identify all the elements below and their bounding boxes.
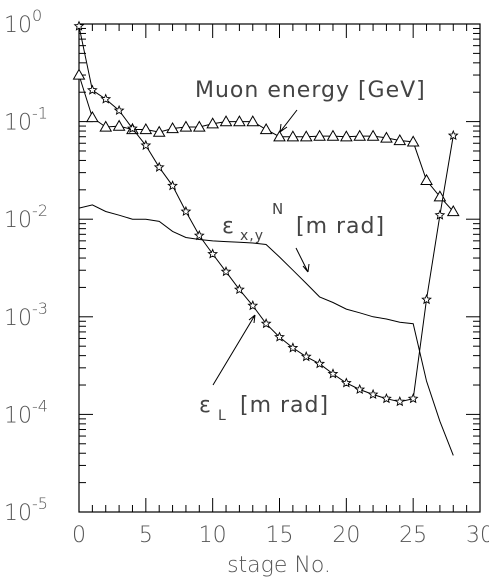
star-marker <box>260 317 272 329</box>
star-marker <box>407 393 419 404</box>
triangle-marker <box>353 129 367 141</box>
triangle-marker <box>112 119 126 131</box>
triangle-marker <box>206 117 220 129</box>
x-tick-label: 15 <box>266 523 294 548</box>
series-line-2 <box>78 204 454 456</box>
y-tick-label: 10-2 <box>4 201 48 233</box>
annotation-muon-energy: Muon energy [GeV] <box>195 78 426 103</box>
star-marker <box>354 383 366 395</box>
axis-ticks <box>78 23 481 513</box>
triangle-marker <box>72 68 86 80</box>
star-marker <box>113 104 125 116</box>
y-tick-label: 10-5 <box>4 494 48 526</box>
eps-xy-superscript: N <box>272 200 284 218</box>
star-marker <box>180 205 192 217</box>
x-tick-label: 20 <box>332 523 360 548</box>
eps-xy-subscript: x,y <box>240 228 264 244</box>
star-marker <box>233 283 245 295</box>
triangle-marker <box>446 204 460 217</box>
star-marker <box>300 350 312 362</box>
star-marker <box>193 229 205 241</box>
star-marker <box>86 84 98 95</box>
triangle-marker <box>139 122 153 135</box>
triangle-marker <box>152 125 166 137</box>
annotation-muon-arrow <box>279 109 298 133</box>
star-marker <box>447 129 459 141</box>
triangle-marker <box>313 129 326 141</box>
x-tick-label: 10 <box>199 523 227 548</box>
triangle-marker <box>273 130 286 142</box>
triangle-marker <box>233 115 246 127</box>
star-marker <box>367 388 379 400</box>
triangle-marker <box>326 129 340 141</box>
star-marker <box>287 342 299 353</box>
star-marker <box>167 180 178 191</box>
triangle-marker <box>339 130 353 142</box>
y-tick-label: 10-1 <box>4 104 48 136</box>
annotation-eps-l: ε L [m rad] <box>199 393 329 424</box>
annotation-eps-xy: ε x,y N [m rad] <box>222 200 385 244</box>
triangle-marker <box>246 115 260 127</box>
triangle-marker <box>366 129 380 141</box>
triangle-marker <box>406 135 420 147</box>
x-tick-label: 5 <box>139 523 153 548</box>
axis-tick-labels: 0 5 10 15 20 25 30 100 10-1 10-2 10-3 10-4 10-5 <box>4 6 489 548</box>
triangle-marker <box>166 121 179 134</box>
triangle-marker <box>286 130 300 142</box>
eps-l-unit: [m rad] <box>240 393 329 418</box>
x-tick-label: 25 <box>399 523 427 548</box>
star-marker <box>140 139 152 151</box>
triangle-marker <box>380 131 393 143</box>
triangle-marker <box>259 122 273 135</box>
star-marker <box>100 93 112 104</box>
triangle-marker <box>192 120 206 132</box>
y-tick-label: 100 <box>4 6 42 38</box>
eps-xy-symbol: ε <box>222 214 235 239</box>
triangle-marker <box>299 130 313 142</box>
triangle-marker <box>86 111 99 123</box>
star-marker <box>207 248 219 259</box>
star-marker <box>434 209 446 220</box>
star-marker <box>381 393 392 404</box>
x-tick-label: 0 <box>72 523 86 548</box>
star-marker <box>247 299 259 311</box>
y-tick-label: 10-3 <box>4 299 48 331</box>
annotation-eps-l-arrow <box>212 314 256 386</box>
star-marker <box>394 396 406 407</box>
star-marker <box>421 293 432 305</box>
eps-l-symbol: ε <box>199 393 212 418</box>
eps-xy-unit: [m rad] <box>296 214 385 239</box>
star-marker <box>73 20 85 31</box>
triangle-marker <box>99 120 113 132</box>
star-marker <box>341 377 352 388</box>
plot-area <box>72 20 460 456</box>
star-marker <box>127 122 138 134</box>
triangle-marker <box>219 115 233 127</box>
star-marker <box>153 161 165 172</box>
annotation-eps-xy-arrow <box>295 247 310 273</box>
triangle-marker <box>179 120 193 132</box>
x-axis-label: stage No. <box>227 553 331 578</box>
triangle-marker <box>393 134 407 146</box>
star-marker <box>220 265 232 277</box>
eps-l-subscript: L <box>218 408 227 424</box>
star-marker <box>314 358 326 369</box>
y-tick-label: 10-4 <box>4 396 48 428</box>
star-marker <box>274 331 285 342</box>
star-marker <box>327 368 339 379</box>
x-tick-label: 30 <box>466 523 489 548</box>
triangle-marker <box>420 173 433 185</box>
